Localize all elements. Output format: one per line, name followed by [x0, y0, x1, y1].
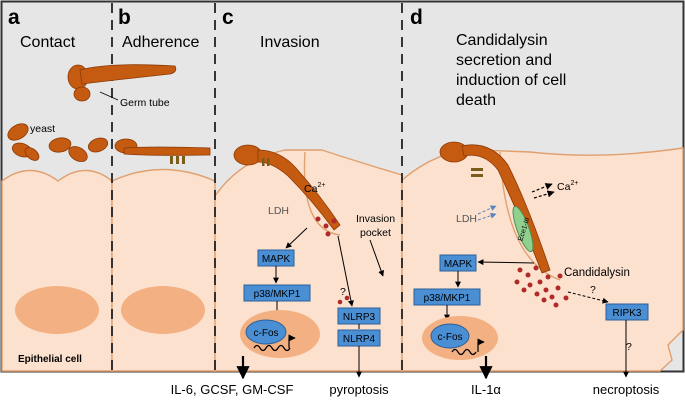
panel-title-d-line3: induction of cell — [456, 72, 566, 89]
arrow-pocket — [369, 239, 384, 277]
invading-hypha-c — [233, 144, 341, 231]
arrow-to-mapk-c — [285, 227, 308, 249]
outcome-necroptosis: necroptosis — [593, 382, 660, 397]
dot — [337, 299, 343, 305]
dot — [514, 279, 520, 285]
panel-letter-c: c — [222, 6, 234, 29]
calcium-arrow-d-1 — [531, 183, 553, 193]
outcome-cytokines: IL-6, GCSF, GM-CSF — [171, 382, 294, 397]
box-p38-c-label: p38/MKP1 — [254, 289, 301, 300]
epithelial-cell-b — [111, 168, 216, 372]
panel-title-d-line1: Candidalysin — [456, 32, 548, 49]
cfos-c-label: c-Fos — [254, 328, 279, 339]
panel-title-d-line4: death — [456, 92, 496, 109]
panel-title-d-line2: secretion and — [456, 52, 552, 69]
yeast-cell — [24, 147, 40, 161]
box-nlrp3-label: NLRP3 — [343, 312, 376, 323]
candidalysin-dots-d — [514, 265, 569, 308]
cfos-d-label: c-Fos — [438, 332, 463, 343]
candidalysin-label: Candidalysin — [564, 267, 630, 279]
dot — [521, 287, 527, 293]
arrow-to-ripk3 — [567, 291, 609, 304]
candidalysin-dots-c — [315, 216, 337, 237]
calcium-arrow-d-2 — [533, 190, 555, 199]
box-mapk-c-label: MAPK — [262, 254, 291, 265]
panel-letter-b: b — [118, 6, 131, 29]
arrow-to-nlrp3 — [337, 235, 354, 307]
panel-title-a: Contact — [20, 34, 76, 51]
epithelial-cell-label: Epithelial cell — [18, 354, 82, 365]
nucleus-b — [121, 286, 205, 334]
invading-hypha-d — [439, 141, 551, 274]
germ-tube-pointer — [99, 91, 119, 101]
outcome-pyroptosis: pyroptosis — [329, 382, 389, 397]
dot — [557, 273, 563, 279]
germ-tube — [67, 64, 177, 102]
panel-letter-d: d — [410, 6, 423, 29]
invasion-pocket-wall — [303, 151, 341, 236]
yeast-cell — [48, 137, 72, 153]
box-mapk-d-label: MAPK — [444, 259, 473, 270]
panel-title-b: Adherence — [122, 34, 199, 51]
dot — [541, 297, 547, 303]
dot — [331, 218, 337, 224]
panel-letter-a: a — [8, 6, 20, 29]
dot — [533, 265, 539, 271]
nucleus-a — [15, 286, 99, 334]
dot — [543, 287, 549, 293]
yeast-label: yeast — [30, 123, 55, 135]
panel-dividers — [111, 3, 403, 371]
transcription-arrow-c — [288, 334, 296, 348]
dna-c — [253, 344, 291, 352]
dot — [344, 295, 350, 301]
dot — [517, 267, 523, 273]
yeast-cell — [7, 123, 29, 141]
dot — [549, 294, 555, 300]
dot — [315, 216, 321, 222]
outcome-il1a: IL-1α — [471, 382, 501, 397]
box-p38-d-label: p38/MKP1 — [424, 293, 471, 304]
dot — [545, 274, 551, 280]
invasion-pocket-label-2: pocket — [360, 227, 391, 239]
dot — [323, 223, 329, 229]
arrow-to-mapk-d — [477, 259, 535, 266]
cfos-protein-c — [245, 319, 287, 345]
ldh-label-c: LDH — [268, 205, 289, 217]
question-mark-d1: ? — [590, 284, 596, 296]
invasion-pocket-label-1: Invasion — [356, 213, 395, 225]
box-ripk3-label: RIPK3 — [613, 308, 642, 319]
ldh-label-d: LDH — [456, 213, 477, 225]
dot — [525, 272, 531, 278]
dot — [325, 231, 331, 237]
question-mark-c: ? — [340, 286, 346, 298]
germ-tube-label: Germ tube — [120, 97, 170, 109]
cfos-protein-d — [430, 323, 470, 349]
dot — [537, 279, 543, 285]
dot — [555, 285, 561, 291]
panel-title-c: Invasion — [260, 34, 320, 51]
ece1-vesicle — [512, 205, 534, 253]
ldh-arrow-d-2 — [477, 212, 497, 221]
question-mark-d2: ? — [626, 341, 632, 353]
box-ripk3 — [605, 303, 649, 321]
adhered-hypha — [123, 146, 211, 164]
dna-d — [451, 348, 477, 356]
calcium-label-c: Ca2+ — [304, 182, 325, 195]
dot — [563, 295, 569, 301]
dot — [534, 291, 540, 297]
yeast-cell — [68, 146, 88, 162]
box-nlrp4-label: NLRP4 — [343, 334, 376, 345]
yeast-cell — [87, 137, 109, 153]
candidalysin-dots-c2 — [337, 295, 350, 305]
dot — [553, 302, 559, 308]
transcription-arrow-d — [477, 338, 485, 352]
epithelial-cell-a — [1, 169, 113, 372]
dot — [527, 282, 533, 288]
ldh-arrow-d-1 — [477, 205, 497, 215]
calcium-label-d: Ca2+ — [557, 180, 578, 193]
